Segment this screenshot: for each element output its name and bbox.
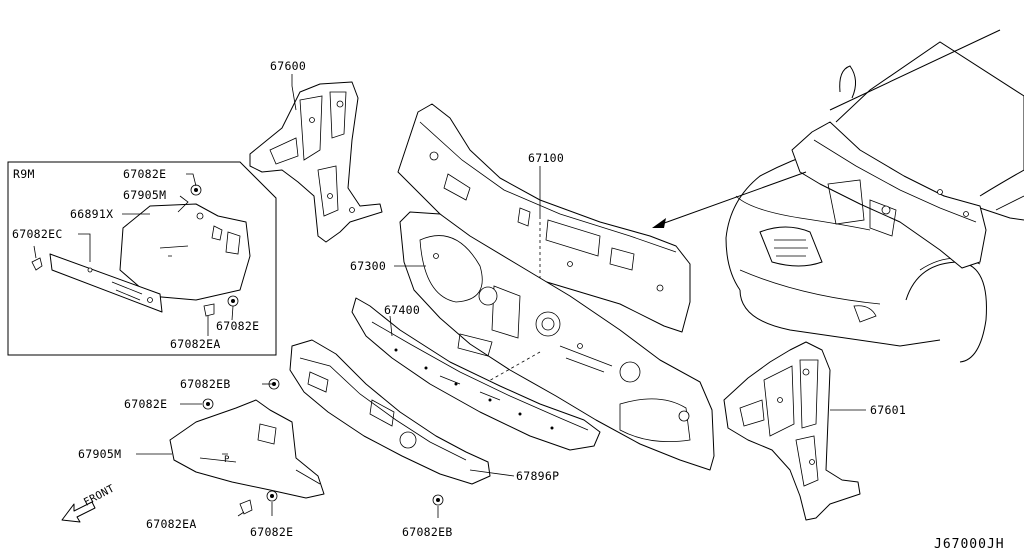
label-67082e-left: 67082E [124,397,167,411]
side-panel-right-67601: 67601 [723,341,906,521]
drawing-code: J67000JH [934,537,1005,552]
label-67896p: 67896P [516,469,559,483]
dash-insulator-67400: 67400 [351,297,601,451]
clip-67082e-left: 67082E [124,397,214,411]
label-67082ea-inset: 67082EA [170,337,221,351]
label-67082ec: 67082EC [12,227,63,241]
inset-clip-67082ec [31,257,43,271]
inset-insulator-part [119,203,251,301]
label-67082e-inset-top: 67082E [123,167,166,181]
front-label: FRONT [82,482,117,508]
inset-variant-label: R9M [13,167,35,181]
label-66891x: 66891X [70,207,113,221]
label-67082eb-left: 67082EB [180,377,231,391]
side-panel-left-67600: 67600 [249,59,383,243]
clip-67082eb-left: 67082EB [180,377,280,391]
cowl-top-67100: 67100 [397,103,691,333]
inset-clip-67082e-bottom [227,295,239,307]
label-67905m-inset: 67905M [123,188,166,202]
label-67905m-main: 67905M [78,447,121,461]
label-67300: 67300 [350,259,386,273]
label-67100: 67100 [528,151,564,165]
label-67601: 67601 [870,403,906,417]
label-67082e-main-bottom: 67082E [250,525,293,539]
label-67082eb-bottom: 67082EB [402,525,453,539]
floor-insulator-part: 67896P [289,339,559,485]
inset-r9m: R9M [7,161,277,356]
clip-67082ea-main: 67082EA [146,499,253,531]
vehicle-reference-view [652,29,1024,363]
clip-67082e-main-bottom: 67082E [250,490,293,539]
label-67082ea-main: 67082EA [146,517,197,531]
inset-clip-67082ea [203,303,215,317]
inset-bracket-part [49,253,163,313]
front-direction-arrow: FRONT [61,482,117,523]
label-67082e-inset-bottom: 67082E [216,319,259,333]
dash-lower-67300: 67300 [350,211,715,471]
inset-clip-67082e-top [190,184,202,196]
label-67400: 67400 [384,303,420,317]
svg-text:P: P [224,455,230,465]
clip-67082eb-bottom: 67082EB [402,494,453,539]
label-67600: 67600 [270,59,306,73]
insulator-67905m-main: P 67905M [78,399,325,499]
